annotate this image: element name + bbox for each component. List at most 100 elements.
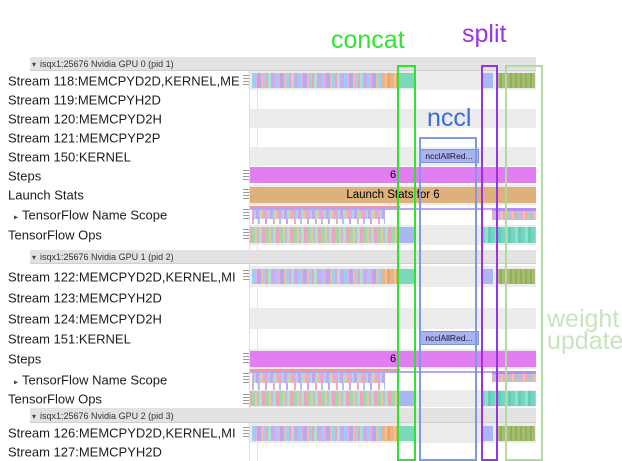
memcpy-event-block[interactable] <box>381 73 397 88</box>
section-header-label: ▾isqx1:25676 Nvidia GPU 1 (pid 2) <box>32 252 174 262</box>
track-label: ▸TensorFlow Name Scope <box>14 207 168 223</box>
track-row-stream-126: Stream 126:MEMCPYD2D,KERNEL,MI <box>0 423 622 443</box>
name-scope-right-span[interactable] <box>492 371 536 374</box>
track-label: Launch Stats <box>8 187 84 203</box>
track-row-stream-123: Stream 123:MEMCPYH2D <box>0 287 622 308</box>
expand-icon[interactable]: ▸ <box>14 377 19 386</box>
track-row-tf-ops-gpu1: TensorFlow Ops <box>0 390 622 407</box>
track-label: Stream 126:MEMCPYD2D,KERNEL,MI <box>8 425 236 441</box>
track-row-tf-name-scope-gpu0[interactable]: ▸TensorFlow Name Scope <box>0 205 622 225</box>
name-scope-right-flame[interactable] <box>492 374 536 382</box>
name-scope-flame[interactable] <box>252 373 385 383</box>
track-row-stream-151: Stream 151:KERNEL ncclAllRed... <box>0 329 622 349</box>
weight-update-events-strip[interactable] <box>497 269 535 284</box>
expand-icon[interactable]: ▸ <box>14 212 19 222</box>
row-handle-icon[interactable] <box>243 270 249 280</box>
step-event[interactable]: 6 <box>250 351 536 367</box>
name-scope-right-flame[interactable] <box>492 211 536 220</box>
track-label: Stream 119:MEMCPYH2D <box>8 92 161 107</box>
name-scope-span <box>250 208 536 210</box>
collapse-icon: ▾ <box>32 60 37 69</box>
name-scope-top-span <box>250 369 400 371</box>
name-scope-flame[interactable] <box>252 210 385 219</box>
track-label: Stream 122:MEMCPYD2D,KERNEL,MI <box>8 269 236 284</box>
weight-update-events-strip[interactable] <box>497 426 535 441</box>
track-label: Stream 124:MEMCPYD2H <box>8 311 162 326</box>
row-band <box>250 308 536 329</box>
track-row-stream-120: Stream 120:MEMCPYD2H <box>0 109 622 128</box>
concat-event-block[interactable] <box>397 426 415 441</box>
track-label: Stream 127:MEMCPYH2D <box>8 444 162 460</box>
track-label: Stream 118:MEMCPYD2D,KERNEL,ME <box>8 73 240 88</box>
row-handle-icon[interactable] <box>243 394 249 404</box>
tf-ops-events-strip[interactable] <box>250 391 397 406</box>
tf-op-concat-block[interactable] <box>398 391 415 406</box>
tf-ops-events-strip[interactable] <box>250 227 397 243</box>
launch-stats-event[interactable]: Launch Stats for 6 <box>250 187 536 203</box>
track-label: Stream 123:MEMCPYH2D <box>8 290 162 305</box>
name-scope-top-span <box>250 206 400 208</box>
track-row-stream-121: Stream 121:MEMCPYP2P <box>0 128 622 147</box>
split-event-block[interactable] <box>481 73 493 88</box>
track-row-stream-118: Stream 118:MEMCPYD2D,KERNEL,ME <box>0 71 622 90</box>
track-row-tf-name-scope-gpu1[interactable]: ▸TensorFlow Name Scope <box>0 369 622 390</box>
weight-update-events-strip[interactable] <box>497 73 535 88</box>
row-handle-icon[interactable] <box>243 189 249 199</box>
collapse-icon: ▾ <box>32 411 37 421</box>
track-label: Stream 151:KERNEL <box>8 331 131 347</box>
track-row-stream-127: Stream 127:MEMCPYH2D <box>0 443 622 461</box>
name-scope-flame-deep[interactable] <box>252 383 385 390</box>
annotation-concat-label: concat <box>331 26 405 54</box>
split-event-block[interactable] <box>481 426 493 441</box>
row-handle-icon[interactable] <box>243 229 249 239</box>
kernel-events-strip[interactable] <box>252 426 381 441</box>
nccl-allreduce-event[interactable]: ncclAllRed... <box>419 149 479 163</box>
track-label: TensorFlow Ops <box>8 391 102 406</box>
memcpy-event-block[interactable] <box>381 426 397 441</box>
tf-op-concat-block[interactable] <box>398 227 415 243</box>
section-header-band <box>30 57 536 71</box>
concat-event-block[interactable] <box>397 73 415 88</box>
section-header-gpu0[interactable]: ▾isqx1:25676 Nvidia GPU 0 (pid 1) <box>0 57 622 71</box>
section-header-band <box>30 250 536 264</box>
track-row-stream-122: Stream 122:MEMCPYD2D,KERNEL,MI <box>0 266 622 287</box>
concat-event-block[interactable] <box>397 269 415 284</box>
row-handle-icon[interactable] <box>243 373 249 383</box>
split-event-block[interactable] <box>481 269 493 284</box>
section-header-gpu1[interactable]: ▾isqx1:25676 Nvidia GPU 1 (pid 2) <box>0 250 622 264</box>
kernel-events-strip[interactable] <box>252 269 381 284</box>
track-label: TensorFlow Ops <box>8 227 102 243</box>
row-band <box>250 147 536 166</box>
kernel-events-strip[interactable] <box>252 73 381 88</box>
track-label: Stream 121:MEMCPYP2P <box>8 130 161 145</box>
tf-ops-weight-update-strip[interactable] <box>481 227 536 243</box>
track-row-stream-124: Stream 124:MEMCPYD2H <box>0 308 622 329</box>
name-scope-right-span[interactable] <box>492 208 536 211</box>
track-label: ▸TensorFlow Name Scope <box>14 372 168 387</box>
track-row-tf-ops-gpu0: TensorFlow Ops <box>0 225 622 245</box>
row-handle-icon[interactable] <box>243 209 249 219</box>
collapse-icon: ▾ <box>32 253 37 262</box>
name-scope-flame-deep[interactable] <box>252 219 385 224</box>
section-header-band <box>30 408 536 423</box>
tf-ops-weight-update-strip[interactable] <box>481 391 536 406</box>
track-row-steps-gpu0: Steps 6 <box>0 166 622 185</box>
row-handle-icon[interactable] <box>243 427 249 437</box>
track-label: Stream 120:MEMCPYD2H <box>8 111 162 126</box>
section-header-gpu2[interactable]: ▾isqx1:25676 Nvidia GPU 2 (pid 3) <box>0 408 622 423</box>
row-handle-icon[interactable] <box>243 353 249 363</box>
step-event[interactable]: 6 <box>250 167 536 183</box>
row-band <box>250 109 536 128</box>
annotation-split-label: split <box>462 20 507 48</box>
track-row-launch-stats: Launch Stats Launch Stats for 6 <box>0 185 622 205</box>
track-label: Steps <box>8 351 42 367</box>
row-handle-icon[interactable] <box>243 75 249 85</box>
track-label: Steps <box>8 168 42 183</box>
track-row-stream-150: Stream 150:KERNEL ncclAllRed... <box>0 147 622 166</box>
memcpy-event-block[interactable] <box>381 269 397 284</box>
track-label: Stream 150:KERNEL <box>8 149 131 164</box>
section-header-label: ▾isqx1:25676 Nvidia GPU 2 (pid 3) <box>32 410 174 421</box>
nccl-allreduce-event[interactable]: ncclAllRed... <box>419 331 479 345</box>
row-handle-icon[interactable] <box>243 170 249 180</box>
